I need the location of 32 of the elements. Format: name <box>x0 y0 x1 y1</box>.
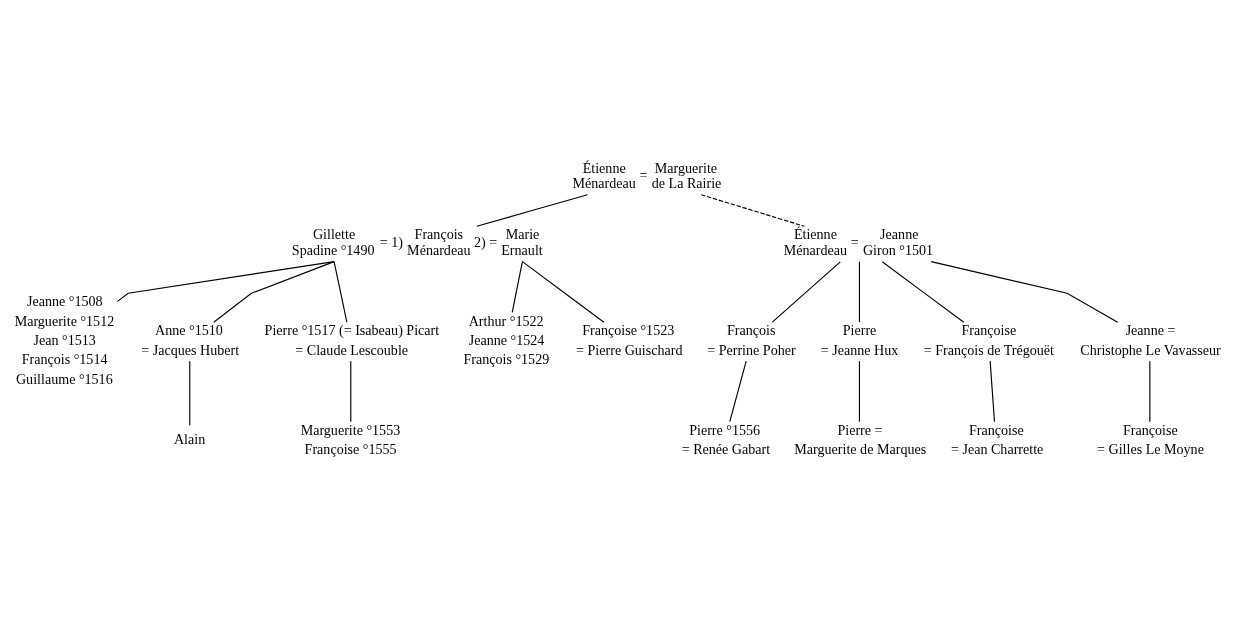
node-text: Jeanne °1508 Marguerite °1512 Jean °1513 François °1514 Guillaume °1516 <box>14 292 115 387</box>
connector <box>1149 360 1151 422</box>
connector <box>858 260 860 323</box>
node-text: Arthur °1522 Jeanne °1524 François °1529 <box>463 312 550 367</box>
connector <box>476 193 589 227</box>
connector <box>213 260 335 323</box>
node-text: Pierre = Jeanne Hux <box>820 321 899 358</box>
connector <box>350 360 352 422</box>
node-text: Pierre = Marguerite de Marques <box>794 421 927 457</box>
node-text: Alain <box>173 430 206 447</box>
connector <box>511 260 523 313</box>
connector <box>700 193 805 227</box>
node-text: Françoise = Jean Charrette <box>950 421 1044 457</box>
node-text: François = Perrine Poher <box>707 321 796 358</box>
connector <box>116 260 335 302</box>
connector <box>881 260 965 323</box>
connector <box>729 360 747 422</box>
connector <box>930 260 1119 323</box>
node-text: Françoise = François de Trégouët <box>923 321 1055 358</box>
connector <box>989 360 996 422</box>
node-text: Françoise °1523 = Pierre Guischard <box>576 321 683 358</box>
connector <box>521 260 605 323</box>
connector <box>858 360 860 422</box>
connector <box>333 260 348 323</box>
node-text: Françoise = Gilles Le Moyne <box>1097 421 1204 457</box>
node-text: Pierre °1517 (= Isabeau) Picart = Claude Lescouble <box>264 321 440 358</box>
node-text: Pierre °1556 = Renée Gabart <box>681 421 771 457</box>
node-text: Anne °1510 = Jacques Hubert <box>141 321 240 358</box>
node-text: Jeanne = Christophe Le Vavasseur <box>1080 321 1221 358</box>
connector <box>771 260 841 323</box>
connector <box>189 360 191 426</box>
node-text: Marguerite °1553 Françoise °1555 <box>300 421 401 457</box>
